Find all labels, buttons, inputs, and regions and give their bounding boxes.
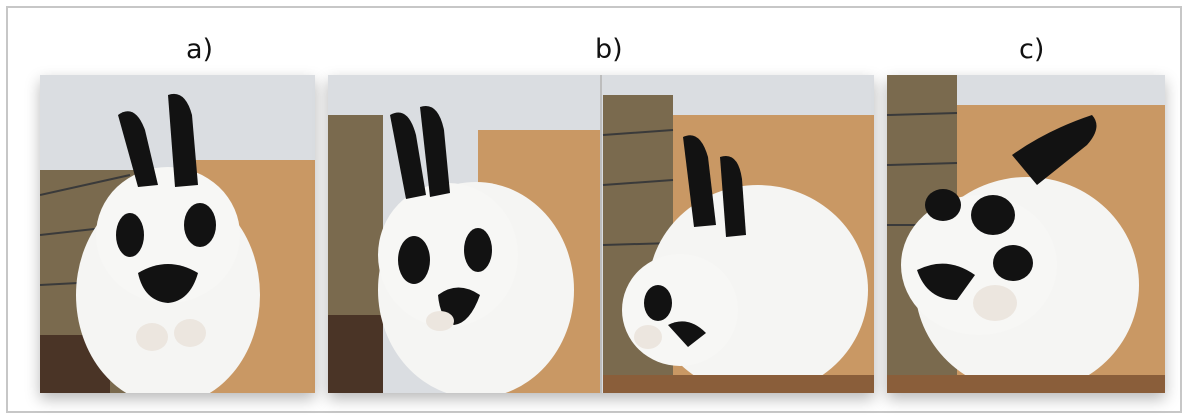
panel-label-a: a) [186, 34, 214, 65]
panel-label-c: c) [1019, 34, 1045, 65]
rabbit-photo-b [328, 75, 874, 393]
rabbit-photo-c [887, 75, 1165, 393]
rabbit-grooming-sequence-image [328, 75, 874, 393]
panel-label-b: b) [595, 34, 623, 65]
rabbit-photo-a [40, 75, 315, 393]
rabbit-upright-image [40, 75, 315, 393]
rabbit-face-washing-image [887, 75, 1165, 393]
